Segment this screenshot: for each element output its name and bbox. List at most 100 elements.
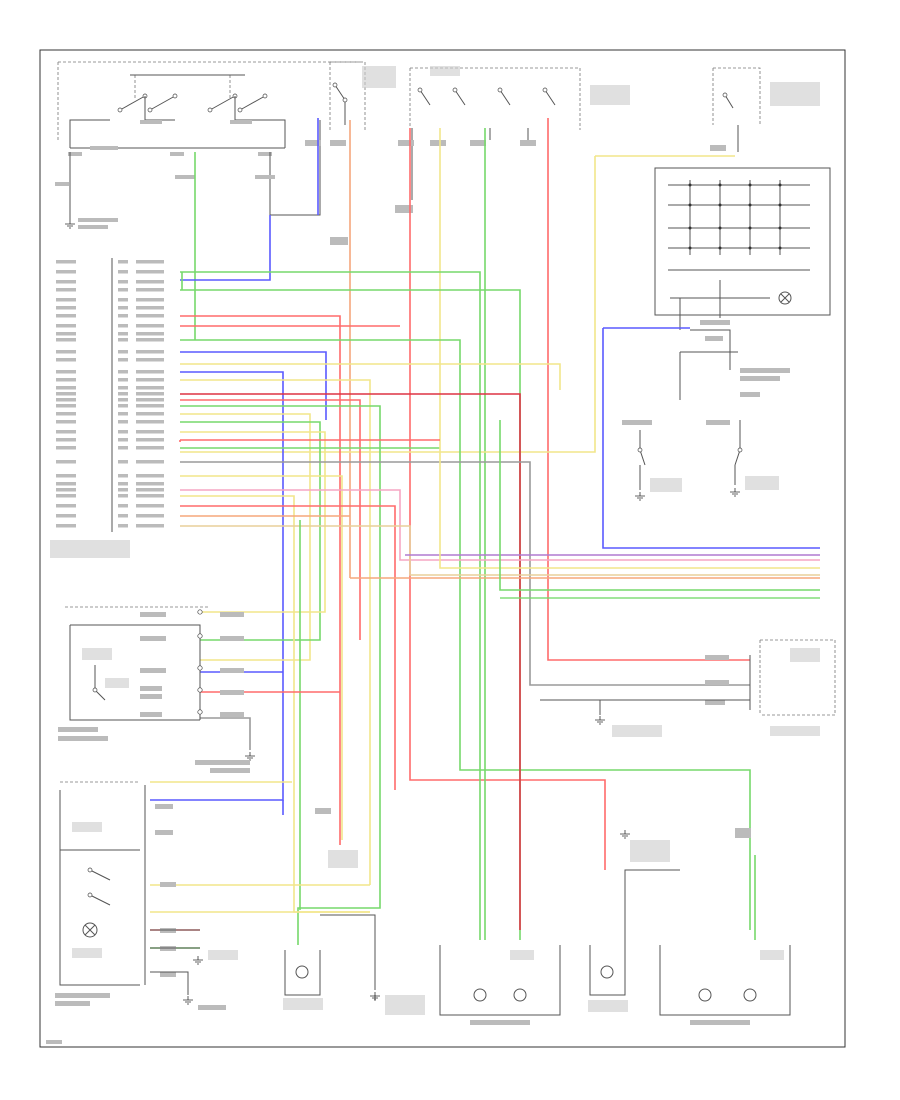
wire-color-label — [136, 298, 164, 302]
wire-color-label — [136, 460, 164, 464]
pin-label — [56, 378, 76, 382]
wire-color-label — [136, 482, 164, 486]
wire-color-label — [136, 350, 164, 354]
pin-label — [56, 324, 76, 328]
ground-icon — [65, 220, 75, 229]
pin-label — [56, 412, 76, 416]
pin-number — [118, 404, 128, 408]
pin-label — [56, 460, 76, 464]
pin-label — [56, 438, 76, 442]
pin-number — [118, 420, 128, 424]
pin-label — [56, 370, 76, 374]
pin-label — [56, 514, 76, 518]
pin-label — [56, 350, 76, 354]
right-sensor-connector — [540, 639, 836, 737]
pin-label — [56, 260, 76, 264]
wire-color-label — [136, 446, 164, 450]
ground-icon — [193, 956, 203, 965]
wire-color-label — [136, 260, 164, 264]
wire-color-label — [136, 386, 164, 390]
center-sensor — [315, 808, 358, 868]
bottom-lamp-assemblies — [283, 828, 791, 1025]
diagram-code — [46, 1040, 62, 1044]
pin-number — [118, 514, 128, 518]
top-right-fuse-block — [622, 67, 831, 501]
ground-icon — [635, 492, 645, 501]
pin-number — [118, 482, 128, 486]
connector-pin-list — [50, 258, 164, 558]
pin-number — [118, 350, 128, 354]
wire-harness — [150, 118, 820, 949]
pin-label — [56, 280, 76, 284]
wire-color-label — [136, 514, 164, 518]
pin-number — [118, 412, 128, 416]
pin-number — [118, 378, 128, 382]
pin-number — [118, 386, 128, 390]
wire-color-label — [136, 378, 164, 382]
pin-label — [56, 404, 76, 408]
pin-number — [118, 270, 128, 274]
pin-number — [118, 488, 128, 492]
pin-label — [56, 504, 76, 508]
pin-label — [56, 358, 76, 362]
pin-number — [118, 314, 128, 318]
wire-color-label — [136, 494, 164, 498]
wire-color-label — [136, 504, 164, 508]
wire-color-label — [136, 306, 164, 310]
wire-color-label — [136, 358, 164, 362]
pin-label — [56, 270, 76, 274]
pin-label — [56, 288, 76, 292]
wire-color-label — [136, 338, 164, 342]
pin-number — [118, 306, 128, 310]
pin-number — [118, 430, 128, 434]
pin-number — [118, 446, 128, 450]
wire-color-label — [136, 280, 164, 284]
pin-label — [56, 386, 76, 390]
pin-label — [56, 482, 76, 486]
lower-left-switch-box — [55, 781, 238, 1010]
lamp-icon — [295, 965, 309, 979]
fuse-grid — [668, 180, 810, 271]
ground-icon — [370, 992, 380, 1001]
pin-number — [118, 438, 128, 442]
pin-label — [56, 392, 76, 396]
top-left-switch-block — [55, 61, 360, 229]
wire-color-label — [136, 474, 164, 478]
pin-label — [56, 306, 76, 310]
ground-icon — [245, 752, 255, 761]
pin-label — [56, 298, 76, 302]
lamp-icon — [600, 965, 614, 979]
switch-icon — [92, 665, 106, 701]
diagram-frame — [39, 49, 846, 1048]
pin-label — [56, 474, 76, 478]
pin-label — [56, 430, 76, 434]
wire-color-label — [136, 438, 164, 442]
wire-color-label — [136, 314, 164, 318]
pin-label — [56, 494, 76, 498]
wire-color-label — [136, 404, 164, 408]
wire-color-label — [136, 332, 164, 336]
module-label — [50, 540, 130, 558]
pin-number — [118, 494, 128, 498]
ground-icon — [620, 830, 630, 839]
pin-number — [118, 332, 128, 336]
lamp-icon — [473, 988, 527, 1002]
pin-number — [118, 370, 128, 374]
pin-number — [118, 398, 128, 402]
pin-number — [118, 280, 128, 284]
pin-number — [118, 358, 128, 362]
pin-label — [56, 332, 76, 336]
pin-number — [118, 392, 128, 396]
pin-number — [118, 460, 128, 464]
switch-icon — [87, 867, 111, 906]
pin-number — [118, 298, 128, 302]
switch-icon — [117, 74, 268, 113]
wire-color-label — [136, 488, 164, 492]
connector-pin-icon — [197, 609, 203, 715]
lamp-icon — [778, 291, 792, 305]
switch-icon — [637, 420, 743, 466]
wire-color-label — [136, 524, 164, 528]
wire-color-label — [136, 412, 164, 416]
wire-color-label — [136, 288, 164, 292]
